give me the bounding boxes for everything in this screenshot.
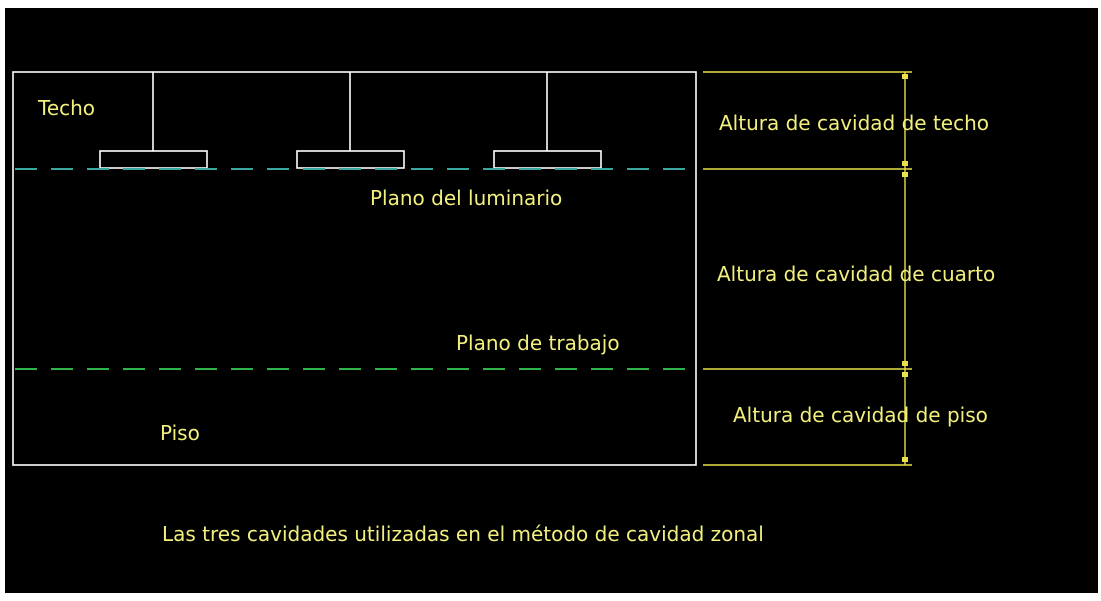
luminaire-fixture: [99, 150, 208, 169]
tick-top: [902, 74, 908, 79]
ceiling-label: Techo: [37, 96, 95, 120]
dimension-ticks: [902, 74, 908, 462]
luminaire-3: [493, 72, 602, 169]
floor-cavity-height-label: Altura de cavidad de piso: [733, 403, 988, 427]
tick-work-lower: [902, 372, 908, 377]
room-cavity-height-label: Altura de cavidad de cuarto: [717, 262, 995, 286]
dimension-lines: [703, 71, 912, 466]
luminaire-fixture: [493, 150, 602, 169]
work-plane-label: Plano de trabajo: [456, 331, 620, 355]
ceiling-cavity-height-label: Altura de cavidad de techo: [719, 111, 989, 135]
tick-luminaire-lower: [902, 172, 908, 177]
tick-bottom: [902, 457, 908, 462]
diagram-caption: Las tres cavidades utilizadas en el méto…: [162, 522, 764, 546]
background: [5, 8, 1098, 593]
luminaire-plane-label: Plano del luminario: [370, 186, 562, 210]
luminaire-1: [99, 72, 208, 169]
room-outline: [12, 71, 697, 466]
tick-luminaire-upper: [902, 161, 908, 166]
floor-label: Piso: [160, 421, 200, 445]
tick-work-upper: [902, 361, 908, 366]
